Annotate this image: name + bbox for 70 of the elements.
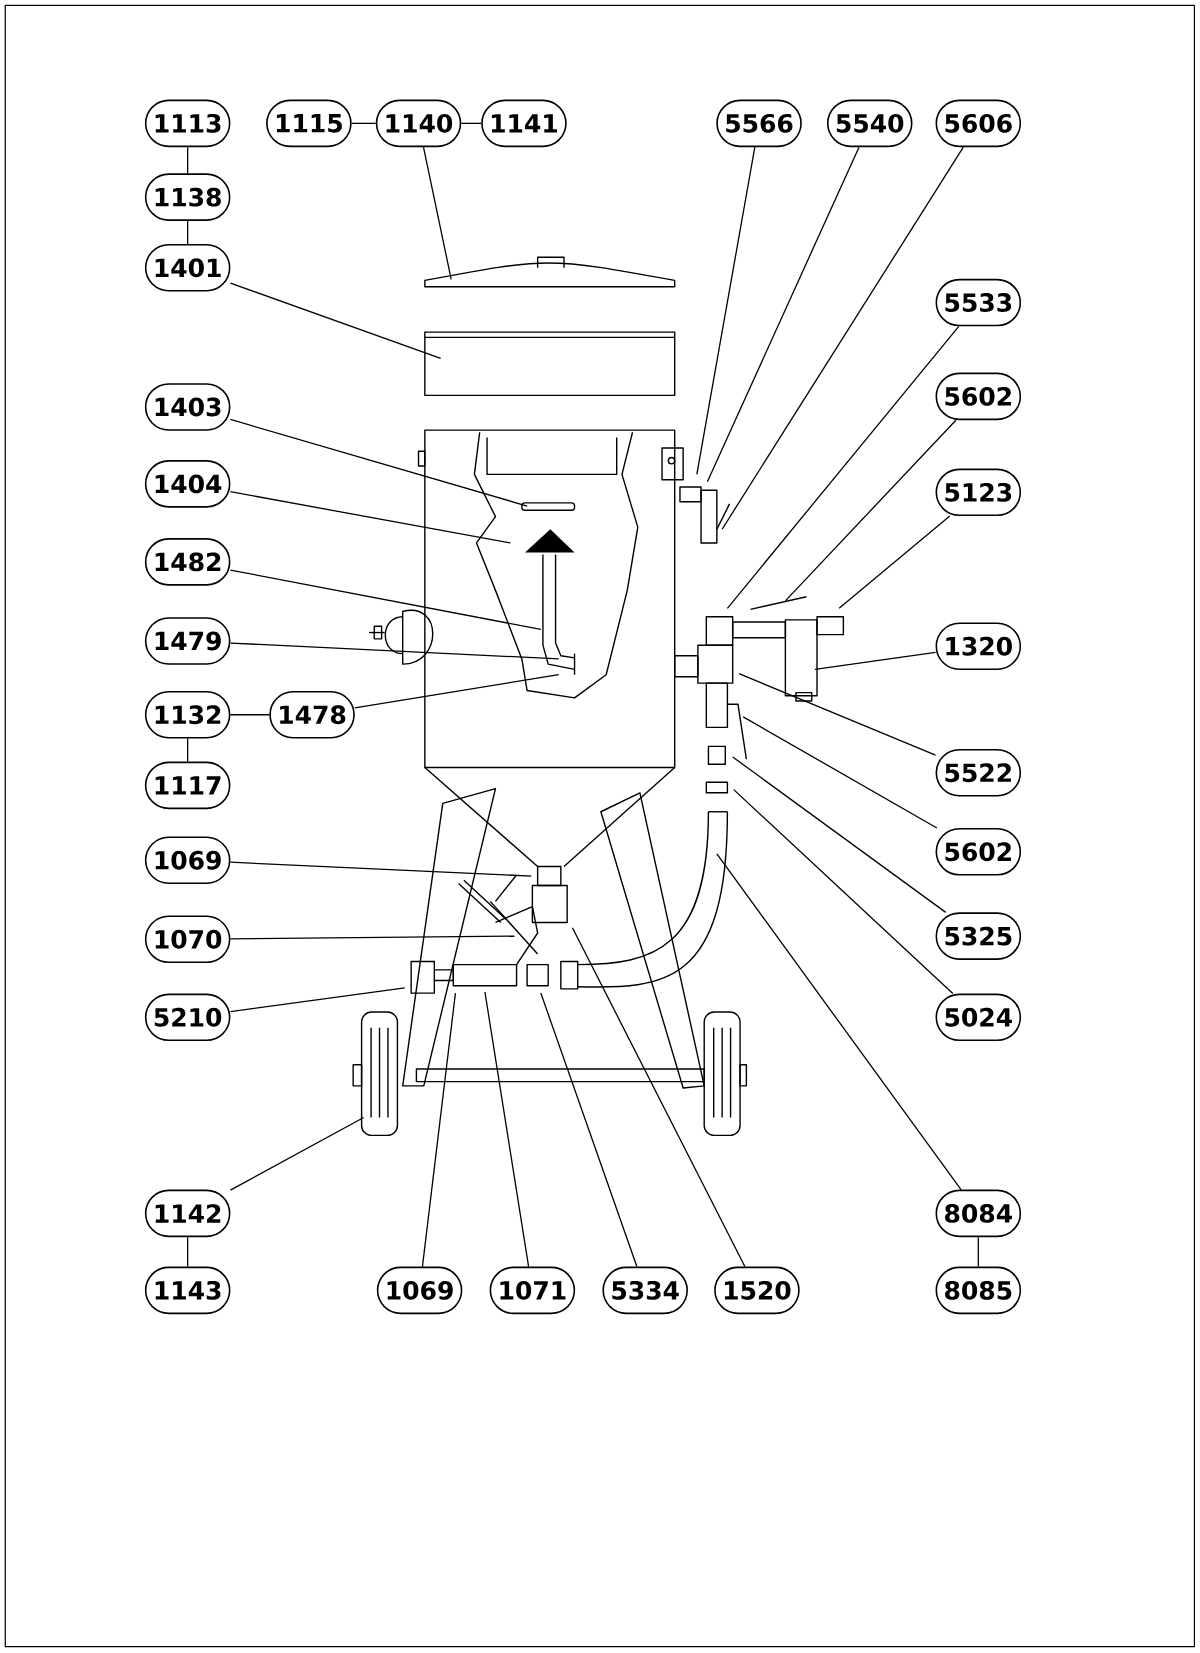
callout-bubble: 5602 <box>935 828 1022 876</box>
callout-bubble: 5522 <box>935 748 1022 797</box>
leader-line <box>716 853 962 1191</box>
leader-line <box>229 642 560 660</box>
leader-line <box>229 491 512 544</box>
callout-bubble: 1113 <box>145 99 231 148</box>
leader-line <box>229 935 516 940</box>
callout-bubble: 1132 <box>145 690 231 739</box>
leader-line <box>706 146 860 483</box>
connector-line <box>187 737 189 763</box>
connector-line <box>187 1236 189 1268</box>
callout-bubble: 5024 <box>935 993 1022 1042</box>
callout-bubble: 1478 <box>269 690 355 739</box>
leader-line <box>229 987 406 1013</box>
callout-bubble: 5540 <box>827 99 913 148</box>
connector-line <box>229 714 271 716</box>
leader-line <box>721 146 965 530</box>
callout-bubble: 1403 <box>145 383 231 431</box>
callout-bubble: 1401 <box>145 244 231 292</box>
leader-line <box>229 418 528 507</box>
callout-bubble: 5533 <box>935 278 1022 327</box>
callout-bubble: 1404 <box>145 460 231 508</box>
leader-line <box>732 756 947 913</box>
leader-line <box>229 861 533 877</box>
leader-line <box>784 419 957 602</box>
callout-bubble: 1071 <box>489 1266 576 1315</box>
callout-bubble: 8084 <box>935 1189 1022 1238</box>
callout-bubble: 1140 <box>375 99 462 148</box>
leader-line <box>229 569 542 631</box>
callout-bubble: 5606 <box>935 99 1022 148</box>
callout-bubble: 1479 <box>145 617 231 665</box>
leader-line <box>421 992 457 1268</box>
leader-line <box>229 1116 365 1191</box>
callout-bubble: 5334 <box>602 1266 689 1315</box>
callout-bubble: 1069 <box>376 1266 463 1315</box>
callout-bubble: 1520 <box>714 1266 800 1315</box>
leader-line <box>742 716 938 829</box>
callout-bubble: 5123 <box>935 468 1022 517</box>
leader-line <box>540 992 638 1268</box>
callout-bubble: 5325 <box>935 912 1022 960</box>
leader-line <box>814 651 937 671</box>
leader-line <box>229 282 442 360</box>
callout-bubble: 8085 <box>935 1266 1022 1315</box>
leader-line <box>733 788 954 995</box>
connector-line <box>187 220 189 245</box>
callout-bubble: 1070 <box>145 915 231 964</box>
connector-line <box>187 146 189 174</box>
callout-bubble: 1143 <box>145 1266 231 1315</box>
callout-bubble: 5602 <box>935 372 1022 421</box>
leader-line <box>354 674 560 709</box>
callout-bubble: 1142 <box>145 1189 231 1238</box>
callout-bubble: 1117 <box>145 761 231 810</box>
callout-bubble: 1320 <box>935 622 1022 671</box>
callout-bubble: 5210 <box>145 993 231 1042</box>
leader-line <box>484 991 530 1268</box>
connector-line <box>351 122 377 124</box>
leader-line <box>571 927 746 1268</box>
leader-line <box>738 673 937 756</box>
connector-line <box>460 122 482 124</box>
callout-bubble: 1141 <box>481 99 567 148</box>
callout-bubble: 1482 <box>145 538 231 586</box>
callout-bubble: 1069 <box>145 836 231 885</box>
leader-line <box>838 515 951 609</box>
leader-line <box>726 325 960 609</box>
connector-line <box>977 1236 980 1268</box>
callout-bubble: 1138 <box>145 173 231 221</box>
leader-line <box>423 146 452 281</box>
callout-bubble: 1115 <box>266 99 352 148</box>
leader-line <box>696 146 756 476</box>
callout-bubble: 5566 <box>716 99 802 148</box>
